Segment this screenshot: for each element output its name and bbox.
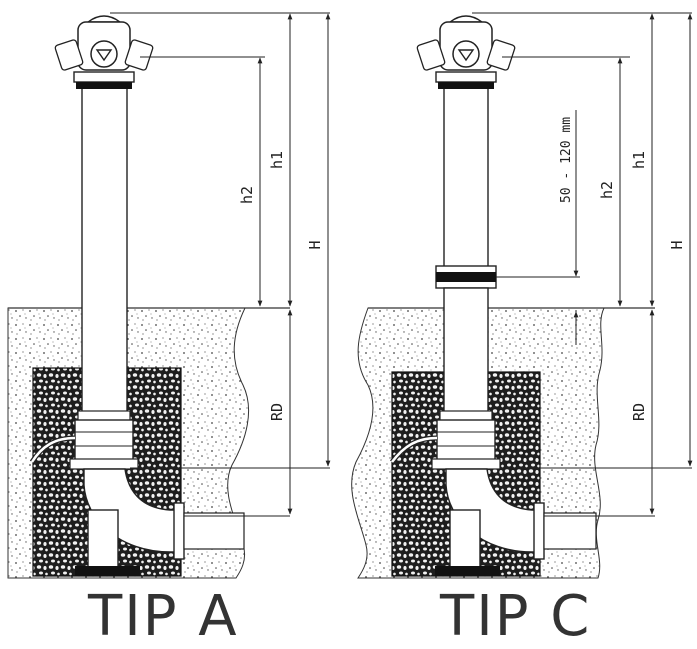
standpipe-lower-c <box>443 287 489 414</box>
label-H-c: H <box>668 240 686 249</box>
caption-tip-c: TIP C <box>440 584 592 649</box>
diagram-tip-c: 50 - 120 mm h2 h1 H RD <box>351 12 693 579</box>
label-h2-a: h2 <box>238 186 256 204</box>
label-H-a: H <box>306 240 324 249</box>
hydrant-head-c <box>416 15 516 89</box>
caption-tip-a: TIP A <box>88 584 239 649</box>
label-h1-c: h1 <box>630 151 648 169</box>
label-range-c: 50 - 120 mm <box>559 117 574 203</box>
dimensions-c: 50 - 120 mm h2 h1 H RD <box>472 12 693 517</box>
standpipe-upper-c <box>443 87 489 269</box>
label-RD-a: RD <box>268 403 286 421</box>
valve-body-a <box>74 419 134 461</box>
standpipe-a <box>81 87 128 414</box>
label-h1-a: h1 <box>268 151 286 169</box>
valve-body-c <box>436 419 496 461</box>
label-h2-c: h2 <box>598 181 616 199</box>
dimensions-a: h2 h1 H RD <box>110 12 331 517</box>
label-RD-c: RD <box>630 403 648 421</box>
hydrant-head-a <box>54 15 154 89</box>
diagram-tip-a: h2 h1 H RD <box>7 12 331 579</box>
